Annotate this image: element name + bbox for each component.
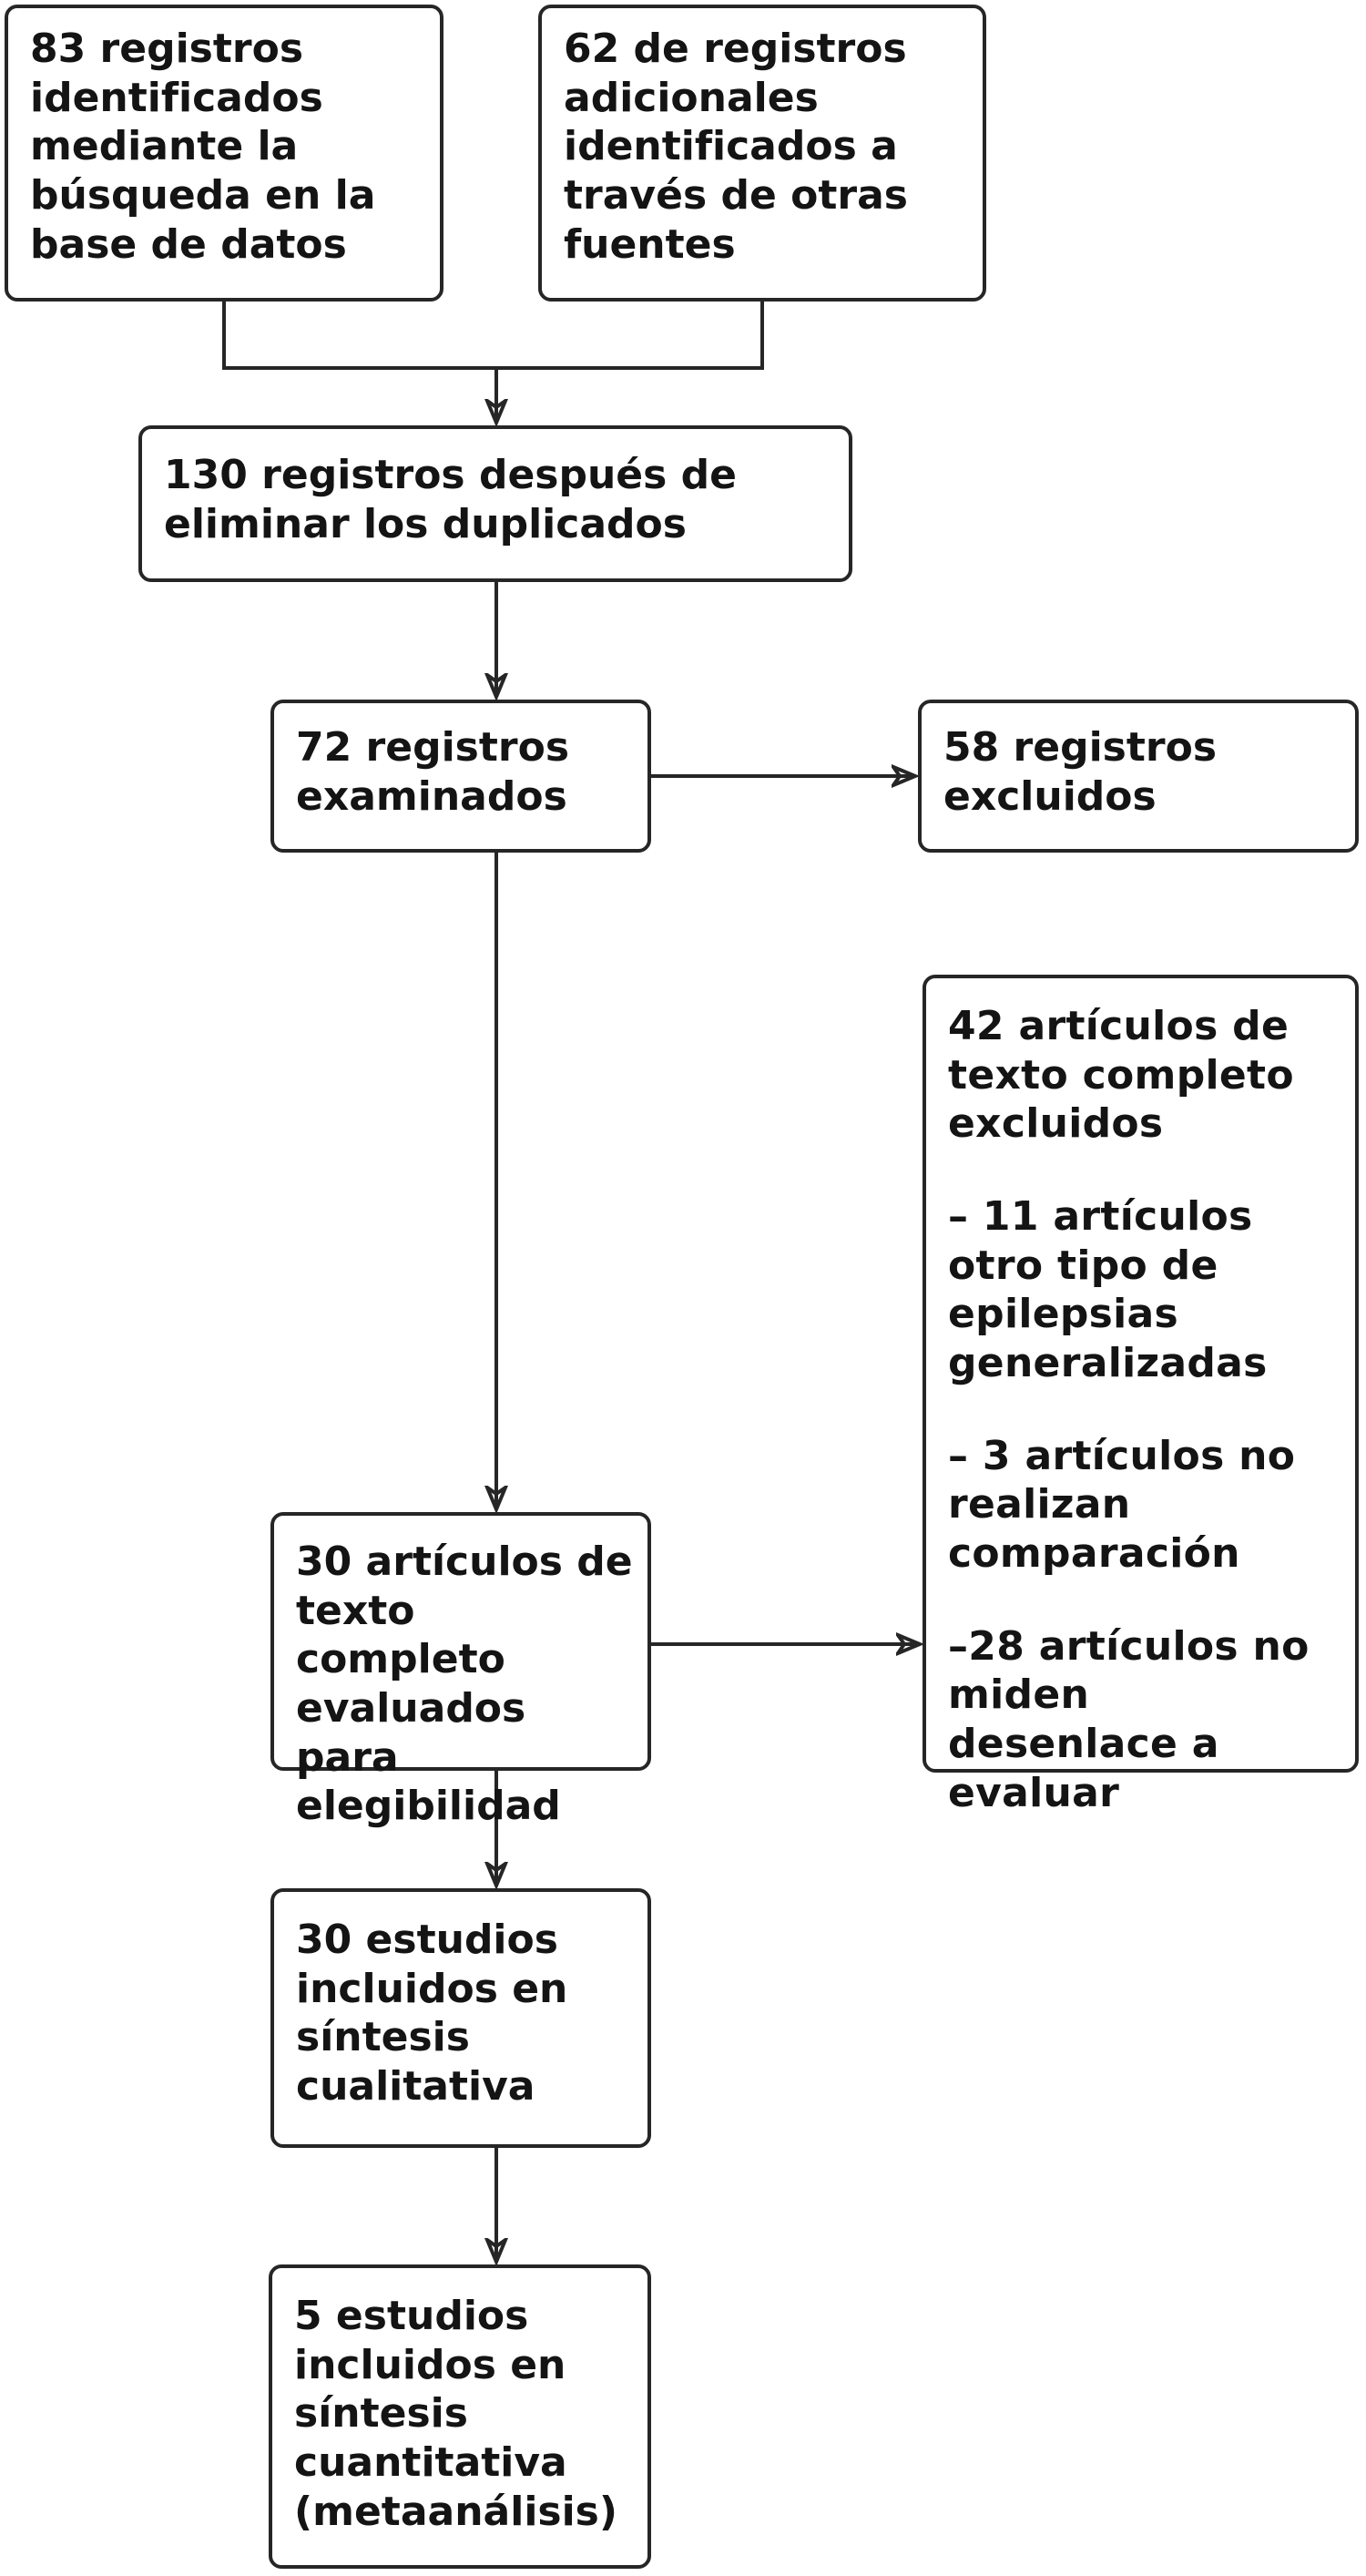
box-records-screened: 72 registros examinados — [270, 700, 651, 853]
box-quantitative-synthesis: 5 estudios incluidos en síntesis cuantit… — [269, 2264, 651, 2569]
box-qualitative-synthesis-text: 30 estudios incluidos en síntesis cualit… — [296, 1917, 568, 2111]
box-records-excluded: 58 registros excluidos — [918, 700, 1359, 853]
box-fulltext-excluded: 42 artículos de texto completo excluidos… — [923, 975, 1359, 1816]
box-records-screened-text: 72 registros examinados — [296, 724, 570, 820]
box-records-other-sources-text: 62 de registros adicionales identificado… — [564, 26, 908, 268]
box-qualitative-synthesis: 30 estudios incluidos en síntesis cualit… — [270, 1888, 651, 2148]
box-fulltext-excluded-reason: –28 artículos no miden desenlace a evalu… — [948, 1622, 1310, 1816]
box-records-database: 83 registros identificados mediante la b… — [5, 5, 443, 302]
box-fulltext-excluded-reason: – 3 artículos no realizan comparación — [948, 1432, 1296, 1578]
box-quantitative-synthesis-text: 5 estudios incluidos en síntesis cuantit… — [294, 2293, 617, 2535]
box-fulltext-excluded-title: 42 artículos de texto completo excluidos — [948, 1003, 1294, 1148]
box-fulltext-assessed-text: 30 artículos de texto completo evaluados… — [296, 1538, 633, 1830]
box-fulltext-assessed: 30 artículos de texto completo evaluados… — [270, 1512, 651, 1829]
box-records-other-sources: 62 de registros adicionales identificado… — [538, 5, 986, 302]
box-records-excluded-text: 58 registros excluidos — [943, 724, 1218, 820]
box-records-after-duplicates-text: 130 registros después de eliminar los du… — [164, 452, 737, 547]
box-records-after-duplicates: 130 registros después de eliminar los du… — [138, 425, 852, 582]
box-fulltext-excluded-reason: – 11 artículos otro tipo de epilepsias g… — [948, 1193, 1268, 1387]
box-records-database-text: 83 registros identificados mediante la b… — [30, 26, 376, 268]
